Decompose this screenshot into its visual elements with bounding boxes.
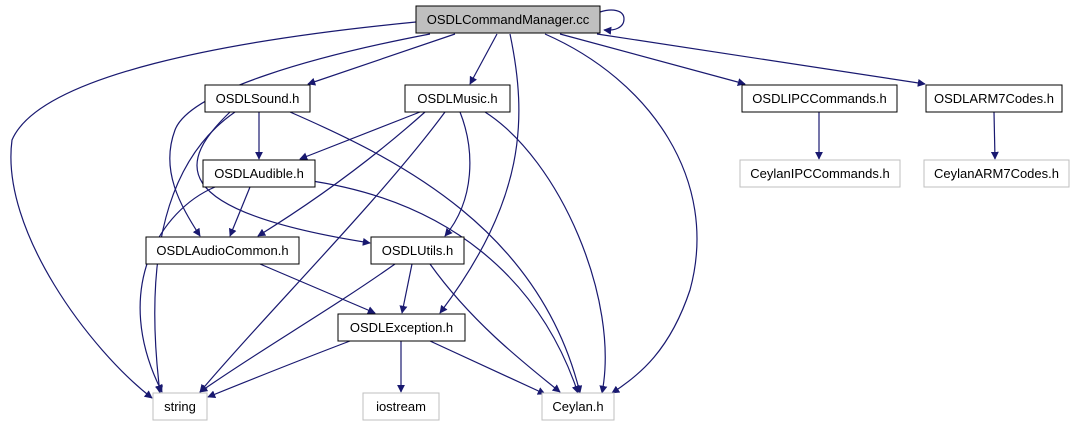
- edge-music-to-ac: [257, 111, 426, 237]
- node-box: [337, 313, 466, 342]
- node-str: string: [152, 392, 208, 421]
- node-label: OSDLSound.h: [216, 91, 300, 106]
- node-ex[interactable]: OSDLException.h: [337, 313, 466, 342]
- node-box: [415, 5, 601, 34]
- edge-cmd-to-sound: [307, 33, 456, 86]
- edge-cmd-to-cey: [544, 33, 698, 394]
- node-label: iostream: [376, 399, 426, 414]
- edge-music-to-cey: [484, 111, 608, 394]
- node-label: OSDLException.h: [350, 320, 453, 335]
- edge-cmd-to-str: [10, 21, 417, 399]
- node-carm: CeylanARM7Codes.h: [923, 159, 1070, 188]
- node-sound[interactable]: OSDLSound.h: [204, 84, 311, 113]
- node-box: [204, 84, 311, 113]
- edge-ut-to-str: [199, 263, 396, 393]
- node-box: [925, 84, 1063, 113]
- node-box: [370, 236, 465, 265]
- node-label: OSDLIPCCommands.h: [752, 91, 886, 106]
- node-aud[interactable]: OSDLAudible.h: [202, 159, 316, 188]
- edge-music-to-str: [199, 111, 446, 393]
- node-label: Ceylan.h: [552, 399, 603, 414]
- node-box: [362, 392, 440, 421]
- node-ut[interactable]: OSDLUtils.h: [370, 236, 465, 265]
- node-cipc: CeylanIPCCommands.h: [739, 159, 901, 188]
- edge-ut-to-ex: [399, 263, 413, 314]
- edge-arm7-to-carm: [990, 111, 999, 160]
- edge-cmd-to-ipc: [559, 33, 746, 86]
- node-ios: iostream: [362, 392, 440, 421]
- edge-ex-to-str: [207, 340, 351, 399]
- node-ipc[interactable]: OSDLIPCCommands.h: [741, 84, 898, 113]
- node-label: OSDLMusic.h: [417, 91, 497, 106]
- node-arm7[interactable]: OSDLARM7Codes.h: [925, 84, 1063, 113]
- node-label: CeylanIPCCommands.h: [750, 166, 889, 181]
- edge-ex-to-cey: [429, 340, 546, 395]
- node-box: [541, 392, 615, 421]
- node-label: CeylanARM7Codes.h: [934, 166, 1059, 181]
- edge-ac-to-ex: [259, 263, 376, 314]
- node-box: [741, 84, 898, 113]
- edge-ut-to-cey: [429, 263, 561, 393]
- node-label: OSDLARM7Codes.h: [934, 91, 1054, 106]
- node-cmd[interactable]: OSDLCommandManager.cc: [415, 5, 601, 34]
- edge-cmd-to-cmd: [599, 9, 625, 35]
- edge-cmd-to-ac: [169, 33, 431, 237]
- node-label: string: [164, 399, 196, 414]
- node-label: OSDLAudible.h: [214, 166, 304, 181]
- node-box: [923, 159, 1070, 188]
- node-ac[interactable]: OSDLAudioCommon.h: [145, 236, 300, 265]
- node-box: [145, 236, 300, 265]
- node-box: [202, 159, 316, 188]
- node-music[interactable]: OSDLMusic.h: [404, 84, 511, 113]
- edge-aud-to-ac: [229, 186, 251, 237]
- node-box: [152, 392, 208, 421]
- node-box: [739, 159, 901, 188]
- node-label: OSDLUtils.h: [382, 243, 454, 258]
- edge-music-to-aud: [299, 111, 421, 161]
- node-label: OSDLAudioCommon.h: [156, 243, 288, 258]
- edge-music-to-ut: [444, 111, 471, 237]
- node-box: [404, 84, 511, 113]
- edge-cmd-to-music: [469, 33, 498, 85]
- edge-cmd-to-arm7: [596, 33, 926, 87]
- node-label: OSDLCommandManager.cc: [427, 12, 590, 27]
- edge-aud-to-cey: [304, 179, 580, 394]
- edge-cmd-to-ex: [439, 33, 520, 314]
- edge-aud-to-str: [139, 186, 216, 393]
- node-cey: Ceylan.h: [541, 392, 615, 421]
